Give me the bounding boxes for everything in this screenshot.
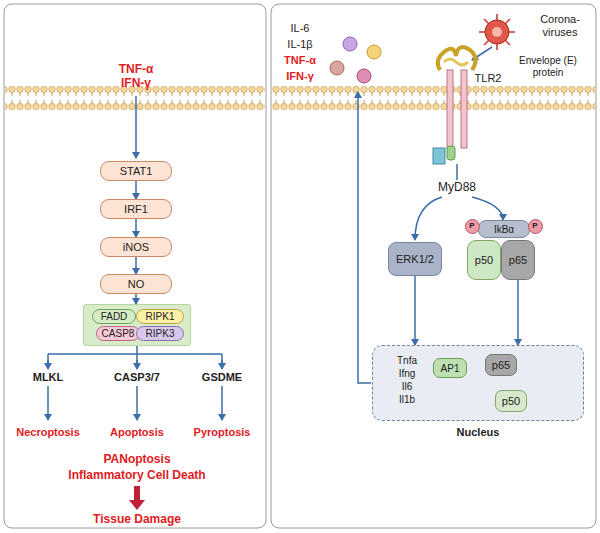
node-label: ERK1/2	[396, 253, 434, 265]
text-label: Corona- viruses	[531, 13, 589, 38]
text-label: IL-6	[291, 22, 310, 35]
text-label: PANoptosis	[103, 453, 170, 467]
node-label: p50	[502, 395, 520, 407]
text-label: Apoptosis	[110, 426, 164, 439]
cytokine	[367, 45, 381, 59]
pathway-box: iNOS	[100, 237, 172, 257]
protein-pill: RIPK1	[136, 309, 184, 324]
arrow	[47, 386, 49, 420]
right-panel	[271, 4, 596, 528]
text-label: CASP3/7	[114, 371, 160, 384]
virus	[479, 14, 515, 50]
text-label: IL-1β	[287, 38, 312, 51]
arrow	[47, 360, 49, 369]
connector	[517, 280, 519, 345]
panoptosome-complex: FADD RIPK1CASP8 RIPK3	[83, 304, 191, 346]
node-label: CASP8	[102, 328, 135, 339]
text-label: Necroptosis	[16, 426, 80, 439]
node-label: AP1	[441, 363, 460, 374]
node-label: p65	[509, 254, 527, 266]
node-label: Nucleus	[457, 426, 500, 438]
node-label: RIPK3	[146, 328, 175, 339]
protein-box: IkBα	[478, 220, 530, 238]
left-panel	[4, 4, 266, 528]
text-label: IFN-γ	[286, 70, 314, 83]
tlr2-receptor	[433, 47, 476, 180]
node-label: NO	[128, 278, 145, 290]
text-label: TNF-α	[284, 54, 316, 67]
protein-pill: RIPK3	[136, 326, 184, 341]
protein-box: p50	[495, 390, 527, 412]
cytokine	[343, 37, 357, 51]
protein-box: p65	[485, 354, 517, 376]
node-label: RIPK1	[146, 311, 175, 322]
cytokine	[330, 61, 344, 75]
node-label: FADD	[101, 311, 128, 322]
text-label: Envelope (E) protein	[508, 55, 588, 78]
text-label: Tnfa	[397, 355, 417, 367]
text-label: Pyroptosis	[194, 426, 251, 439]
cytokine	[357, 69, 371, 83]
connector	[414, 276, 416, 345]
text-label: Il6	[402, 381, 413, 393]
text-label: Tissue Damage	[93, 513, 181, 527]
arrow	[135, 96, 137, 158]
protein-box: p50	[467, 240, 501, 280]
protein-box: p65	[501, 240, 535, 280]
kinase-box: ERK1/2	[388, 242, 442, 276]
connector	[135, 219, 137, 237]
membrane	[272, 86, 595, 110]
secretion-arrow	[358, 92, 371, 383]
text-label: IFN-γ	[121, 77, 151, 91]
text-label: MyD88	[438, 181, 476, 195]
text-label: TLR2	[475, 72, 502, 85]
text-label: MLKL	[33, 371, 64, 384]
branch-arrows	[48, 346, 222, 368]
pathway-box: STAT1	[100, 161, 172, 181]
text-label: P	[532, 221, 537, 230]
protein-pill: FADD	[92, 309, 136, 324]
arrow	[415, 197, 442, 240]
node-label: IkBα	[494, 224, 514, 235]
text-label: P	[469, 221, 474, 230]
text-label: Ifng	[399, 368, 416, 380]
damage-arrow	[129, 486, 145, 510]
node-label: STAT1	[120, 165, 153, 177]
text-label: Inflammatory Cell Death	[68, 469, 205, 483]
connector	[135, 257, 137, 274]
protein-box: AP1	[433, 358, 467, 378]
protein-pill: CASP8	[96, 326, 140, 341]
text-label: GSDME	[202, 371, 242, 384]
text-label: Il1b	[399, 394, 415, 406]
node-label: p50	[475, 254, 493, 266]
node-label: IRF1	[124, 203, 148, 215]
pathway-box: NO	[100, 274, 172, 294]
node-label: iNOS	[123, 241, 149, 253]
arrow	[136, 386, 138, 420]
arrow	[221, 360, 223, 369]
connector	[135, 181, 137, 199]
arrow	[136, 360, 138, 369]
pathway-box: IRF1	[100, 199, 172, 219]
connector	[135, 294, 137, 304]
text-label: TNF-α	[119, 63, 154, 77]
arrow	[472, 197, 503, 220]
arrow	[221, 386, 223, 420]
node-label: p65	[492, 359, 510, 371]
